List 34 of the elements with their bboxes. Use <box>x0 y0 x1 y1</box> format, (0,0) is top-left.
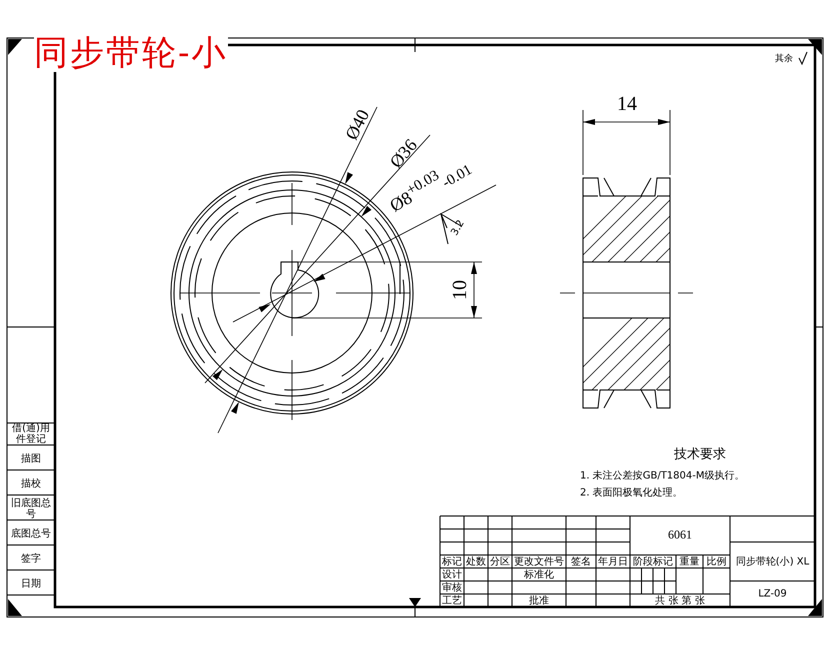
roughness-value: 3.2 <box>449 218 467 238</box>
dimension-text: 14 <box>617 93 637 115</box>
requirements-heading: 技术要求 <box>674 448 726 462</box>
table-text: 描图 <box>20 454 42 464</box>
requirement-note: 2. 表面阳极氧化处理。 <box>580 488 684 498</box>
material-text: 6061 <box>668 528 692 542</box>
table-text: 日期 <box>20 578 42 590</box>
table-text: 审核 <box>442 582 462 593</box>
table-text: 工艺 <box>442 595 462 606</box>
table-text: 批准 <box>529 595 549 606</box>
table-text: 旧底图总号 <box>10 498 52 520</box>
requirement-note: 1. 未注公差按GB/T1804-M级执行。 <box>580 470 746 482</box>
table-text: 阶段标记 <box>633 556 673 567</box>
table-text: 签名 <box>571 556 591 567</box>
drawing-number-text: LZ-09 <box>758 588 787 600</box>
table-text: 分区 <box>490 556 510 567</box>
table-text: 比例 <box>706 556 726 567</box>
dimension-text: Ø40 <box>342 106 374 144</box>
table-text: 共 张 第 张 <box>655 595 705 606</box>
table-text: 标准化 <box>524 569 554 580</box>
table-text: 描校 <box>20 478 42 490</box>
table-text: 重量 <box>680 556 700 567</box>
table-text: 年月日 <box>598 556 628 567</box>
roughness-note: 其余 <box>775 55 793 65</box>
table-text: 底图总号 <box>10 528 52 540</box>
dimension-text: Ø36 <box>386 136 421 172</box>
table-text: 标记 <box>442 556 462 567</box>
part-name-text: 同步带轮(小) XL <box>734 556 810 567</box>
table-text: 更改文件号 <box>514 556 564 567</box>
dimension-text: 10 <box>449 280 471 300</box>
table-text: 设计 <box>442 569 462 580</box>
drawing-title: 同步带轮-小 <box>34 36 228 72</box>
table-text: 处数 <box>466 556 486 567</box>
table-text: 签字 <box>20 554 42 564</box>
